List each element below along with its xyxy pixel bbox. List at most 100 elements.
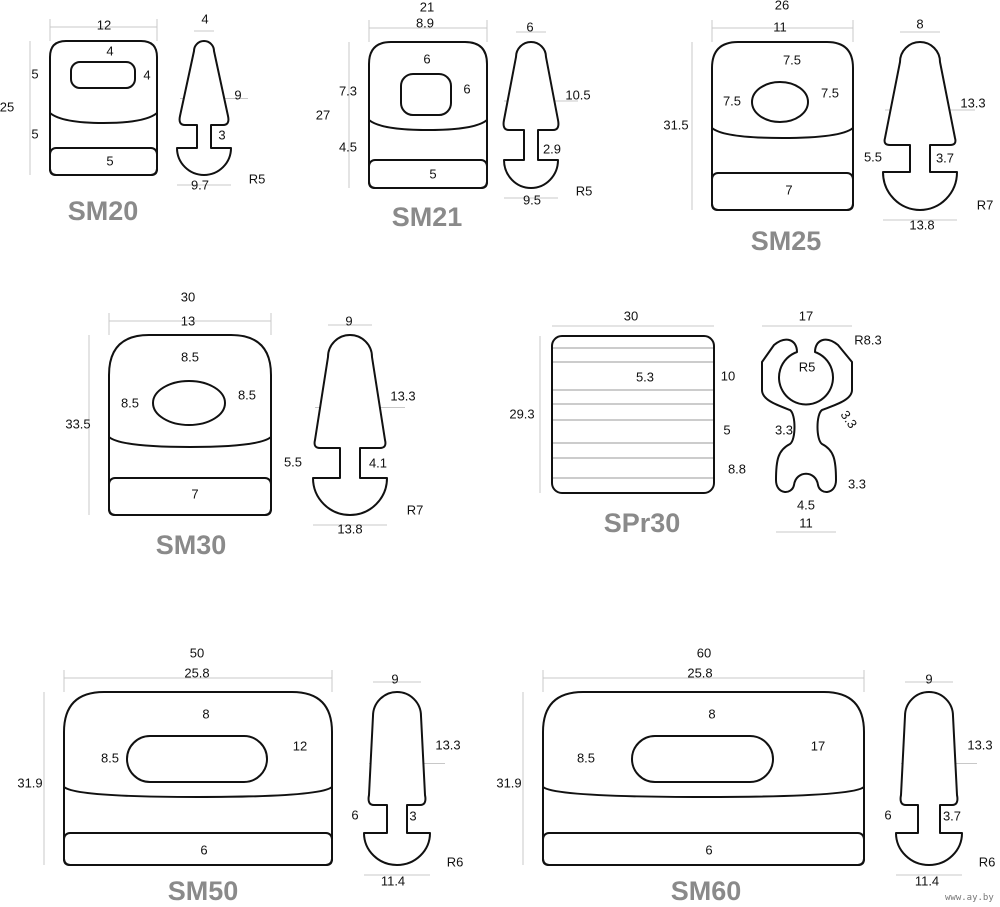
dimension-label: R8.3 xyxy=(854,332,881,347)
body-fold-curve xyxy=(49,112,158,125)
dimension-label: 10 xyxy=(721,368,735,383)
dimension-label: 60 xyxy=(697,645,711,660)
dimension-label: 27 xyxy=(316,107,330,122)
dimension-label: 29.3 xyxy=(509,406,534,421)
dimension-label: 3 xyxy=(409,808,416,823)
dimension-label: R7 xyxy=(977,197,994,212)
product-title: SM60 xyxy=(671,876,742,906)
dimension-label: 8.5 xyxy=(577,750,595,765)
hook-profile xyxy=(502,41,560,189)
body-bottom-band xyxy=(49,147,158,176)
dimension-label: 25 xyxy=(0,99,14,114)
part-body xyxy=(542,691,865,866)
dimension-label: 4 xyxy=(201,11,208,26)
body-bottom-band xyxy=(108,477,272,516)
body-fold-curve xyxy=(368,119,488,132)
body-fold-curve xyxy=(542,786,865,799)
dimension-label: 3.3 xyxy=(775,422,793,437)
dimension-label: 7 xyxy=(785,182,792,197)
dimension-label: 9.5 xyxy=(523,192,541,207)
body-bottom-band xyxy=(542,832,865,866)
dimension-label: 9.7 xyxy=(191,177,209,192)
dimension-label: 10.5 xyxy=(565,87,590,102)
dimension-label: 6 xyxy=(884,807,891,822)
hang-hole xyxy=(126,735,268,783)
dimension-label: 3 xyxy=(218,127,225,142)
dimension-label: 5 xyxy=(106,153,113,168)
dimension-label: 8.5 xyxy=(238,387,256,402)
dimension-label: 8 xyxy=(202,706,209,721)
product-title: SM30 xyxy=(156,530,227,560)
dimension-label: 5 xyxy=(429,166,436,181)
dimension-label: 4.5 xyxy=(797,497,815,512)
dimension-label: 13.3 xyxy=(967,737,992,752)
dimension-label: 6 xyxy=(200,842,207,857)
dimension-label: 13.8 xyxy=(909,217,934,232)
product-title: SM20 xyxy=(68,196,139,226)
dimension-label: 8.9 xyxy=(416,15,434,30)
dimension-label: 7.5 xyxy=(723,93,741,108)
product-title: SM50 xyxy=(168,876,239,906)
dimension-label: 50 xyxy=(190,645,204,660)
dimension-label: 7.3 xyxy=(339,83,357,98)
spr30-clip-profile xyxy=(761,338,853,493)
dimension-label: 5.5 xyxy=(284,454,302,469)
dimension-label: 4 xyxy=(143,67,150,82)
dimension-label: 5 xyxy=(31,66,38,81)
dimension-label: 9 xyxy=(345,313,352,328)
watermark: www.ay.by xyxy=(945,893,994,903)
dimension-label: 13.8 xyxy=(337,521,362,536)
product-title: SM25 xyxy=(751,226,822,256)
dimension-label: 5 xyxy=(31,126,38,141)
dimension-label: 3.3 xyxy=(848,476,866,491)
dimension-label: 13.3 xyxy=(435,737,460,752)
dimension-label: 31.9 xyxy=(496,775,521,790)
dimension-label: 5.3 xyxy=(636,369,654,384)
dimension-label: 6 xyxy=(351,807,358,822)
dimension-label: 17 xyxy=(799,308,813,323)
dimension-label: 21 xyxy=(420,0,434,14)
hang-hole xyxy=(152,380,226,426)
hang-hole xyxy=(631,735,774,783)
dimension-label: 7.5 xyxy=(821,85,839,100)
dimension-label: 4.5 xyxy=(339,139,357,154)
dimension-label: 33.5 xyxy=(65,416,90,431)
body-bottom-band xyxy=(63,832,333,866)
dimension-label: 11.4 xyxy=(381,873,405,888)
dimension-label: 25.8 xyxy=(687,665,712,680)
body-fold-curve xyxy=(108,436,272,449)
dimension-label: R5 xyxy=(576,183,593,198)
dimension-label: 13 xyxy=(181,313,195,328)
dimension-label: 12 xyxy=(293,738,307,753)
dimension-label: 6 xyxy=(463,81,470,96)
dimension-label: 11 xyxy=(773,19,787,34)
dimension-label: 25.8 xyxy=(184,665,209,680)
spr30-body xyxy=(551,335,715,494)
body-fold-curve xyxy=(711,127,854,140)
dimension-label: 17 xyxy=(811,738,825,753)
dimension-label: 9 xyxy=(234,87,241,102)
dimension-label: 6 xyxy=(423,51,430,66)
dimension-label: 8 xyxy=(916,16,923,31)
dimension-label: R6 xyxy=(447,854,464,869)
hook-profile xyxy=(895,691,963,866)
body-fold-curve xyxy=(63,786,333,799)
product-title: SM21 xyxy=(392,202,463,232)
dimension-label: 7 xyxy=(191,486,198,501)
dimension-label: 12 xyxy=(97,17,111,32)
dimension-label: R5 xyxy=(249,171,266,186)
dimension-label: 30 xyxy=(624,308,638,323)
hang-hole xyxy=(400,73,452,116)
body-bottom-band xyxy=(368,159,488,189)
dimension-label: 4 xyxy=(106,43,113,58)
dimension-label: 4.1 xyxy=(369,455,387,470)
dimension-label: 8.5 xyxy=(181,349,199,364)
dimension-label: 6 xyxy=(705,842,712,857)
dimension-label: 9 xyxy=(391,671,398,686)
dimension-label: 5.5 xyxy=(864,149,882,164)
dimension-label: 8 xyxy=(708,706,715,721)
dimension-label: 30 xyxy=(181,289,195,304)
